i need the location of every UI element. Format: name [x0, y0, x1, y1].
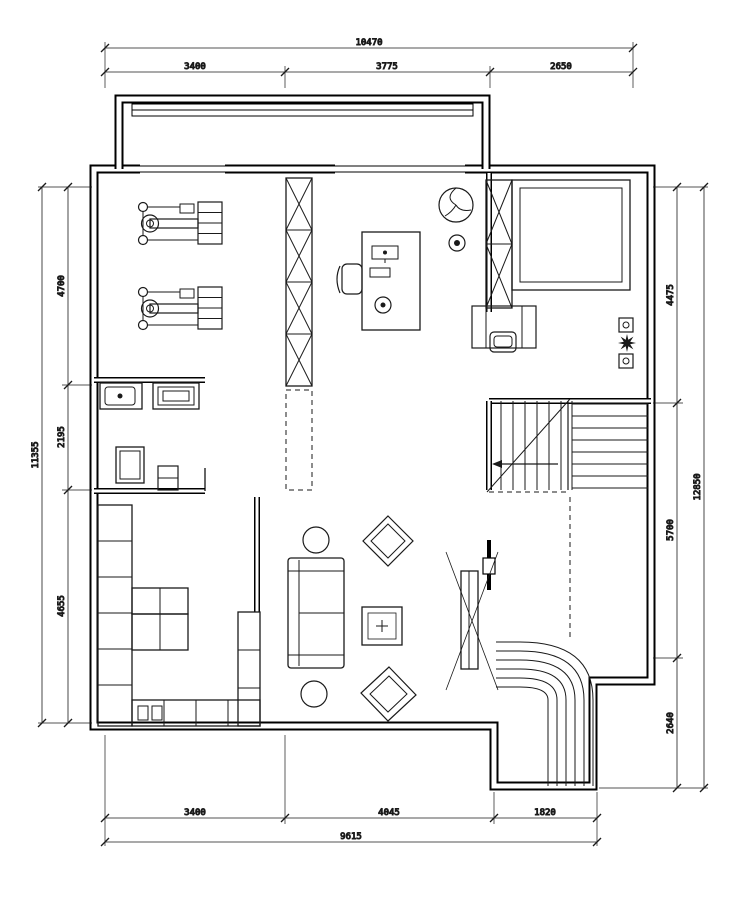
dim-left-seg1: 4700: [57, 275, 67, 297]
coffee-table-icon: [361, 606, 403, 646]
bedroom-desk-icon: [471, 305, 537, 353]
plant-star-icon: [618, 334, 636, 352]
kitchen-counter: [97, 504, 261, 727]
dimension-annotations: 10470 3400 3775 2650 11355 4700 2195 465…: [31, 38, 709, 847]
office-chair-icon: [336, 263, 363, 295]
dim-top-seg3: 2650: [550, 62, 572, 72]
fridge-icon: [115, 446, 145, 484]
dim-right-seg2: 5700: [666, 519, 676, 541]
dim-right-total: 12850: [693, 473, 703, 500]
column: [482, 557, 496, 575]
dim-left-seg2: 2195: [57, 426, 67, 448]
dim-top-total: 10470: [355, 38, 382, 48]
wall-opening: [335, 162, 465, 176]
side-table-icon: [300, 680, 328, 708]
overhead-dashed-outline: [285, 389, 313, 491]
balcony-window: [131, 103, 474, 117]
exercise-machine-icon: [137, 201, 223, 246]
wall-fixture: [618, 317, 636, 369]
dim-right-seg1: 4475: [666, 284, 676, 306]
dim-bottom-total: 9615: [340, 832, 362, 842]
dim-right-seg3: 2640: [666, 712, 676, 734]
dim-bottom-seg1: 3400: [184, 808, 206, 818]
side-table-icon: [302, 526, 330, 554]
dim-bottom-seg3: 1820: [534, 808, 556, 818]
dim-bottom-seg2: 4045: [378, 808, 400, 818]
stool-icon: [448, 234, 466, 252]
sink-icon: [99, 382, 143, 410]
staircase-icon: [486, 398, 648, 640]
armchair-icon: [360, 666, 417, 722]
armchair-icon: [362, 515, 414, 567]
cooktop-cabinet-icon: [152, 382, 200, 410]
wall-opening: [140, 162, 225, 176]
fan-chair-icon: [438, 187, 474, 223]
bed-icon: [511, 179, 631, 291]
tv-panel-icon: [445, 551, 499, 691]
sofa-icon: [287, 557, 345, 669]
small-cabinet-icon: [157, 465, 179, 491]
dim-left-seg3: 4655: [57, 595, 67, 617]
curved-steps-icon: [496, 641, 594, 786]
furniture: [97, 179, 648, 786]
exercise-machine-icon: [137, 286, 223, 331]
dim-left-total: 11355: [31, 441, 41, 468]
dim-top-seg2: 3775: [376, 62, 398, 72]
dim-top-seg1: 3400: [184, 62, 206, 72]
wardrobe-divider: [285, 177, 313, 387]
